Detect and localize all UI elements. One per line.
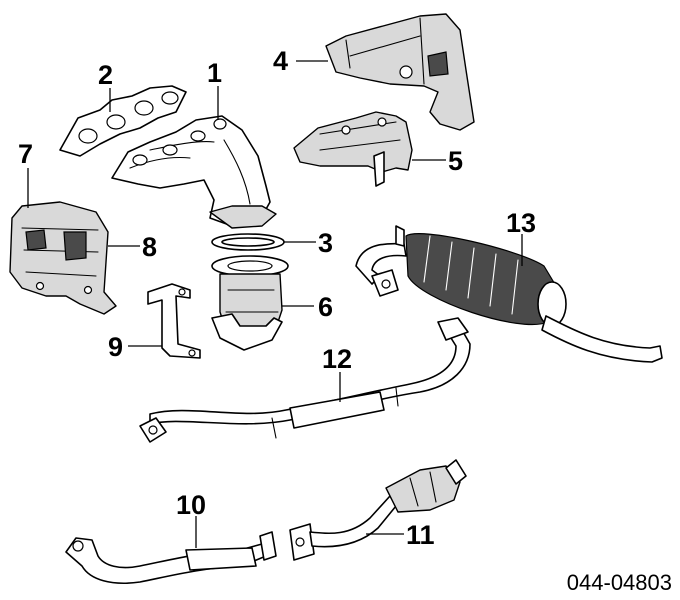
lower-heat-insulator [9,201,117,315]
callout-2: 2 [98,60,113,90]
callout-6: 6 [318,292,333,322]
callout-12: 12 [322,344,352,374]
reference-code: 044-04803 [567,570,672,595]
callout-labels: 1 2 3 4 5 6 7 8 9 10 11 12 13 [18,46,536,550]
exhaust-manifold [111,115,277,229]
callout-11: 11 [406,520,435,550]
callout-9: 9 [108,332,123,362]
manifold-heat-insulator [293,111,413,187]
callout-5: 5 [448,146,463,176]
front-exhaust-pipe [65,531,277,585]
manifold-gasket [59,85,187,157]
callout-8: 8 [142,232,157,262]
callout-7: 7 [18,139,33,169]
front-pipe-with-converter [289,459,467,561]
support-bracket [147,283,201,359]
callout-3: 3 [318,228,333,258]
front-catalytic-converter [211,255,289,351]
callout-1: 1 [207,58,222,88]
callout-4: 4 [273,46,288,76]
callout-10: 10 [176,490,206,520]
muffler [355,225,663,363]
center-exhaust-pipe [139,317,471,443]
callout-13: 13 [506,208,536,238]
flange-gasket [211,233,285,251]
upper-heat-insulator [325,13,475,131]
leader-lines [27,60,523,548]
